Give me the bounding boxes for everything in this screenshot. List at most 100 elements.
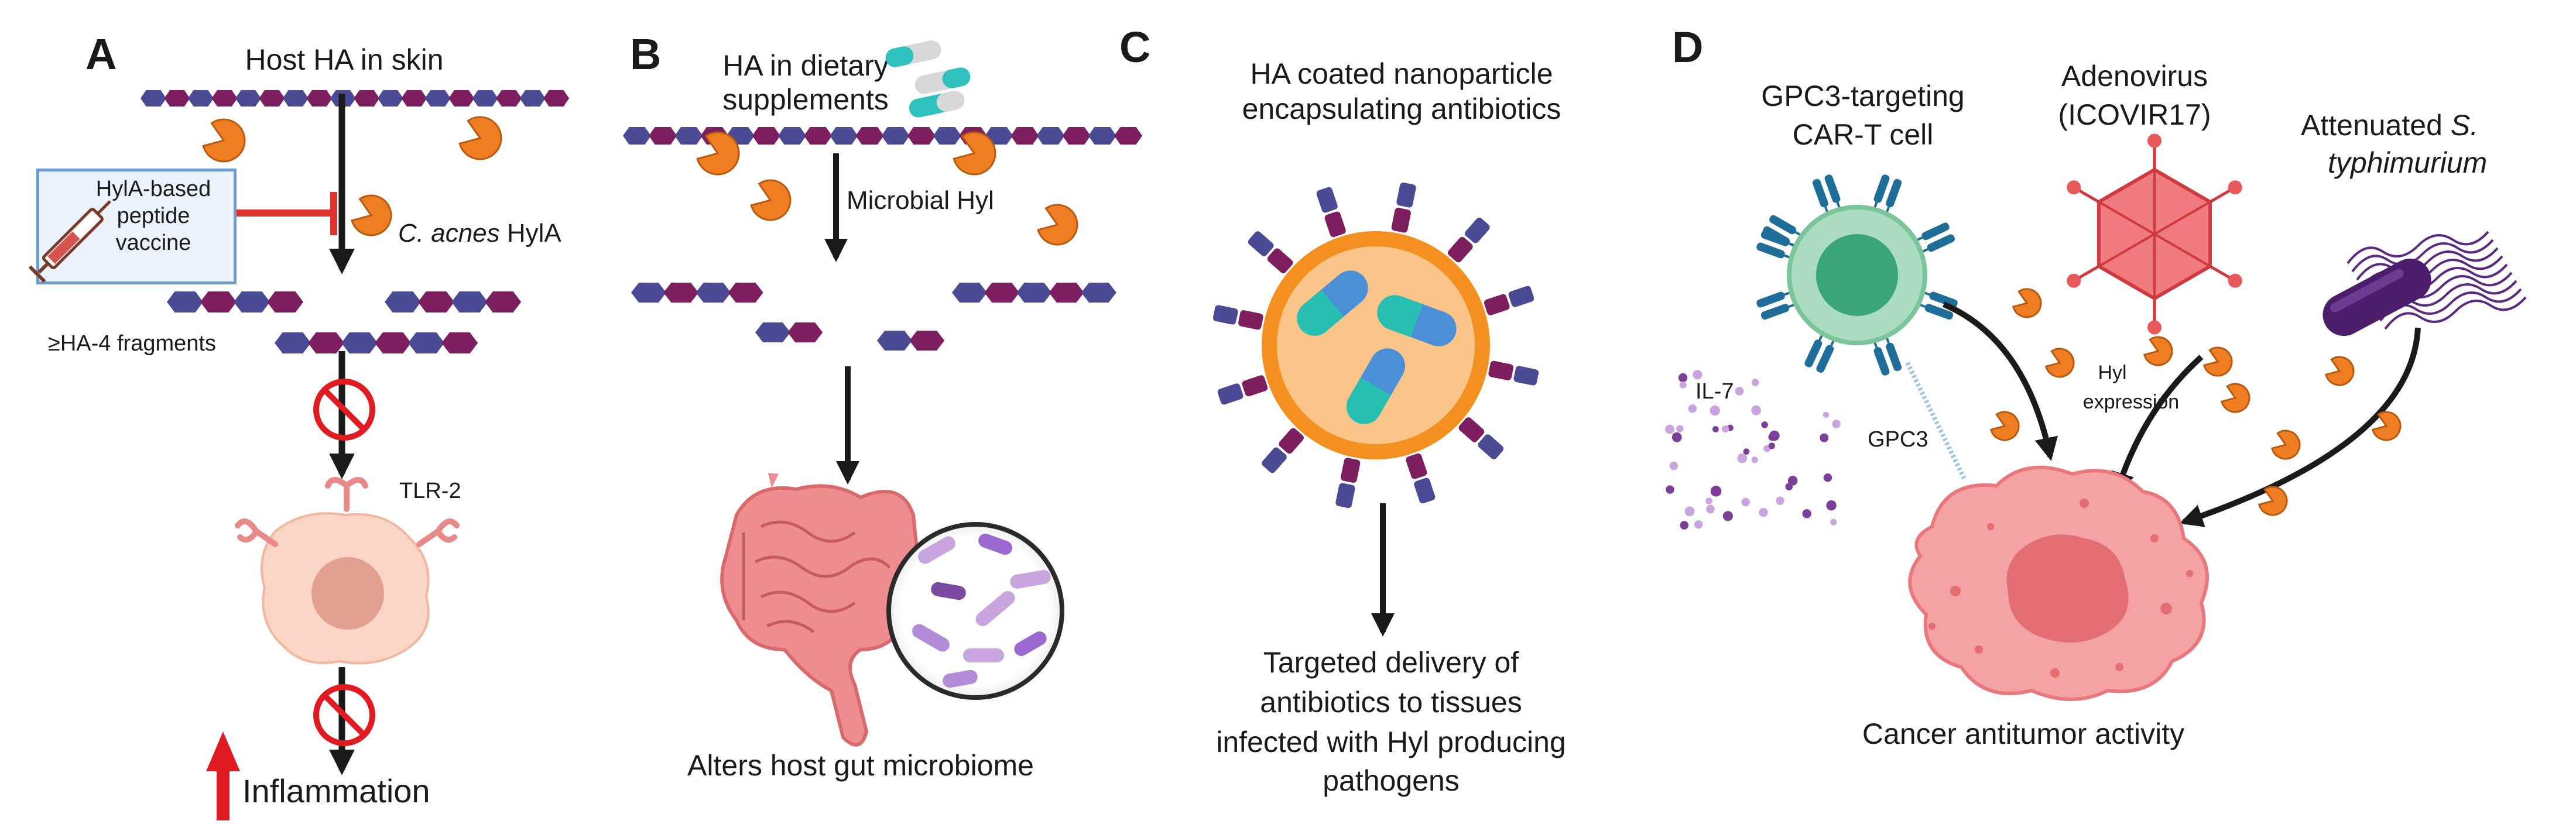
il7-dot (1787, 476, 1798, 486)
ha-unit (385, 291, 421, 312)
ha-unit (1081, 283, 1116, 303)
il7-dot (1761, 421, 1768, 428)
tlr2-label: TLR-2 (399, 479, 461, 503)
panel-a (28, 90, 570, 820)
ha-fragments (631, 283, 1116, 351)
ha-unit (519, 90, 546, 107)
ha-unit (234, 291, 270, 312)
microbe (943, 669, 978, 688)
salmonella-label-line-1: Attenuated S. (2301, 109, 2478, 143)
il7-dot (1823, 473, 1832, 482)
il7-dot (1706, 504, 1715, 514)
no-sign-icon (313, 379, 375, 441)
ha-unit (211, 90, 238, 107)
pacman-enzyme-icon (2202, 346, 2233, 377)
ha-unit (448, 90, 475, 107)
il7-dot (1776, 496, 1784, 505)
il7-dot (1802, 509, 1811, 518)
il7-dot (1694, 520, 1703, 529)
tumor-granule (1987, 523, 1994, 530)
inflammation-label: Inflammation (242, 772, 430, 809)
panel-a-title: Host HA in skin (245, 43, 444, 76)
gpc3-tether (1905, 362, 1967, 481)
ha-unit (472, 90, 498, 107)
il7-dot (1678, 373, 1688, 383)
ha-unit (341, 332, 378, 353)
syringe-icon (28, 200, 111, 283)
microbe (912, 624, 950, 652)
panel-b-title-line-2: supplements (722, 83, 889, 116)
cart-label-line-2: CAR-T cell (1792, 118, 1934, 151)
pacman-enzyme-icon (2258, 486, 2288, 516)
ha-unit (282, 90, 309, 107)
hyl-expression-line-1: Hyl (2098, 362, 2127, 384)
microbe (963, 648, 1004, 662)
immune-cell (235, 477, 460, 665)
ha-unit (485, 291, 522, 312)
ha-spike (1448, 217, 1490, 263)
vaccine-label-line-2: peptide (117, 204, 190, 228)
panel-c-title-line-2: encapsulating antibiotics (1242, 92, 1561, 125)
ha-unit (804, 127, 833, 145)
pill-icon (909, 91, 965, 118)
ha-spike (1391, 182, 1416, 233)
panel-c-outcome-line-4: pathogens (1323, 764, 1460, 797)
car-t-cell-icon (1756, 174, 1958, 376)
il7-dot (1743, 448, 1750, 455)
ha-unit (984, 283, 1020, 303)
ha-unit (649, 127, 677, 145)
il7-dot (1684, 506, 1695, 517)
il7-dot (1741, 497, 1750, 507)
ha-unit (1036, 127, 1065, 145)
ha-unit (543, 90, 570, 107)
ha-unit (187, 90, 214, 107)
tumor-granule (1950, 586, 1961, 596)
microbiome-magnifier-icon (886, 522, 1064, 700)
panel-c-outcome-line-2: antibiotics to tissues (1260, 686, 1522, 719)
vaccine-label-line-3: vaccine (115, 231, 191, 255)
ha-unit (1088, 127, 1116, 145)
c-acnes-text: C. acnes (398, 219, 500, 248)
tumor-granule (2080, 499, 2089, 508)
panel-b-letter: B (630, 30, 662, 78)
il7-dot (1823, 411, 1829, 418)
il7-dot (1669, 461, 1678, 470)
il7-dot (1722, 425, 1729, 433)
panel-c-letter: C (1119, 23, 1151, 71)
il7-dot (1671, 432, 1682, 442)
panel-c-title-line-1: HA coated nanoparticle (1250, 57, 1553, 90)
ha-unit (141, 90, 166, 107)
il7-dot (1693, 370, 1703, 380)
ha-unit (164, 90, 190, 107)
il7-dot (1712, 426, 1719, 432)
panel-d-letter: D (1672, 23, 1704, 71)
il7-dot (1751, 405, 1761, 415)
vaccine-label-line-1: HylA-based (95, 177, 211, 201)
ha-spike (1458, 417, 1504, 459)
ha-unit (1010, 127, 1039, 145)
no-sign-icon (313, 684, 375, 746)
ha-chain-icon (623, 127, 1143, 145)
ha-unit (401, 90, 427, 107)
ha-unit (1114, 127, 1143, 145)
ha-spike (1212, 305, 1263, 330)
ha-unit (496, 90, 522, 107)
pacman-enzyme-icon (2324, 356, 2355, 386)
vaccine-box (36, 169, 237, 284)
ha-unit (408, 332, 445, 353)
tumor-cell-icon (1908, 465, 2209, 701)
il7-dot (1735, 386, 1744, 396)
il7-dot (1820, 433, 1829, 442)
il7-dot (1768, 442, 1775, 449)
ha-spike (1488, 360, 1539, 386)
panel-b-title-line-1: HA in dietary (722, 49, 889, 82)
ha-unit (933, 127, 961, 145)
ha-unit (907, 127, 936, 145)
salmonella-label-line-2: typhimurium (2328, 146, 2488, 179)
pacman-enzyme-icon (2012, 288, 2042, 318)
il7-dot (1769, 430, 1780, 441)
pacman-enzyme-icon (2044, 348, 2075, 378)
hyla-text: HylA (506, 219, 561, 248)
adeno-label-line-1: Adenovirus (2061, 60, 2208, 92)
